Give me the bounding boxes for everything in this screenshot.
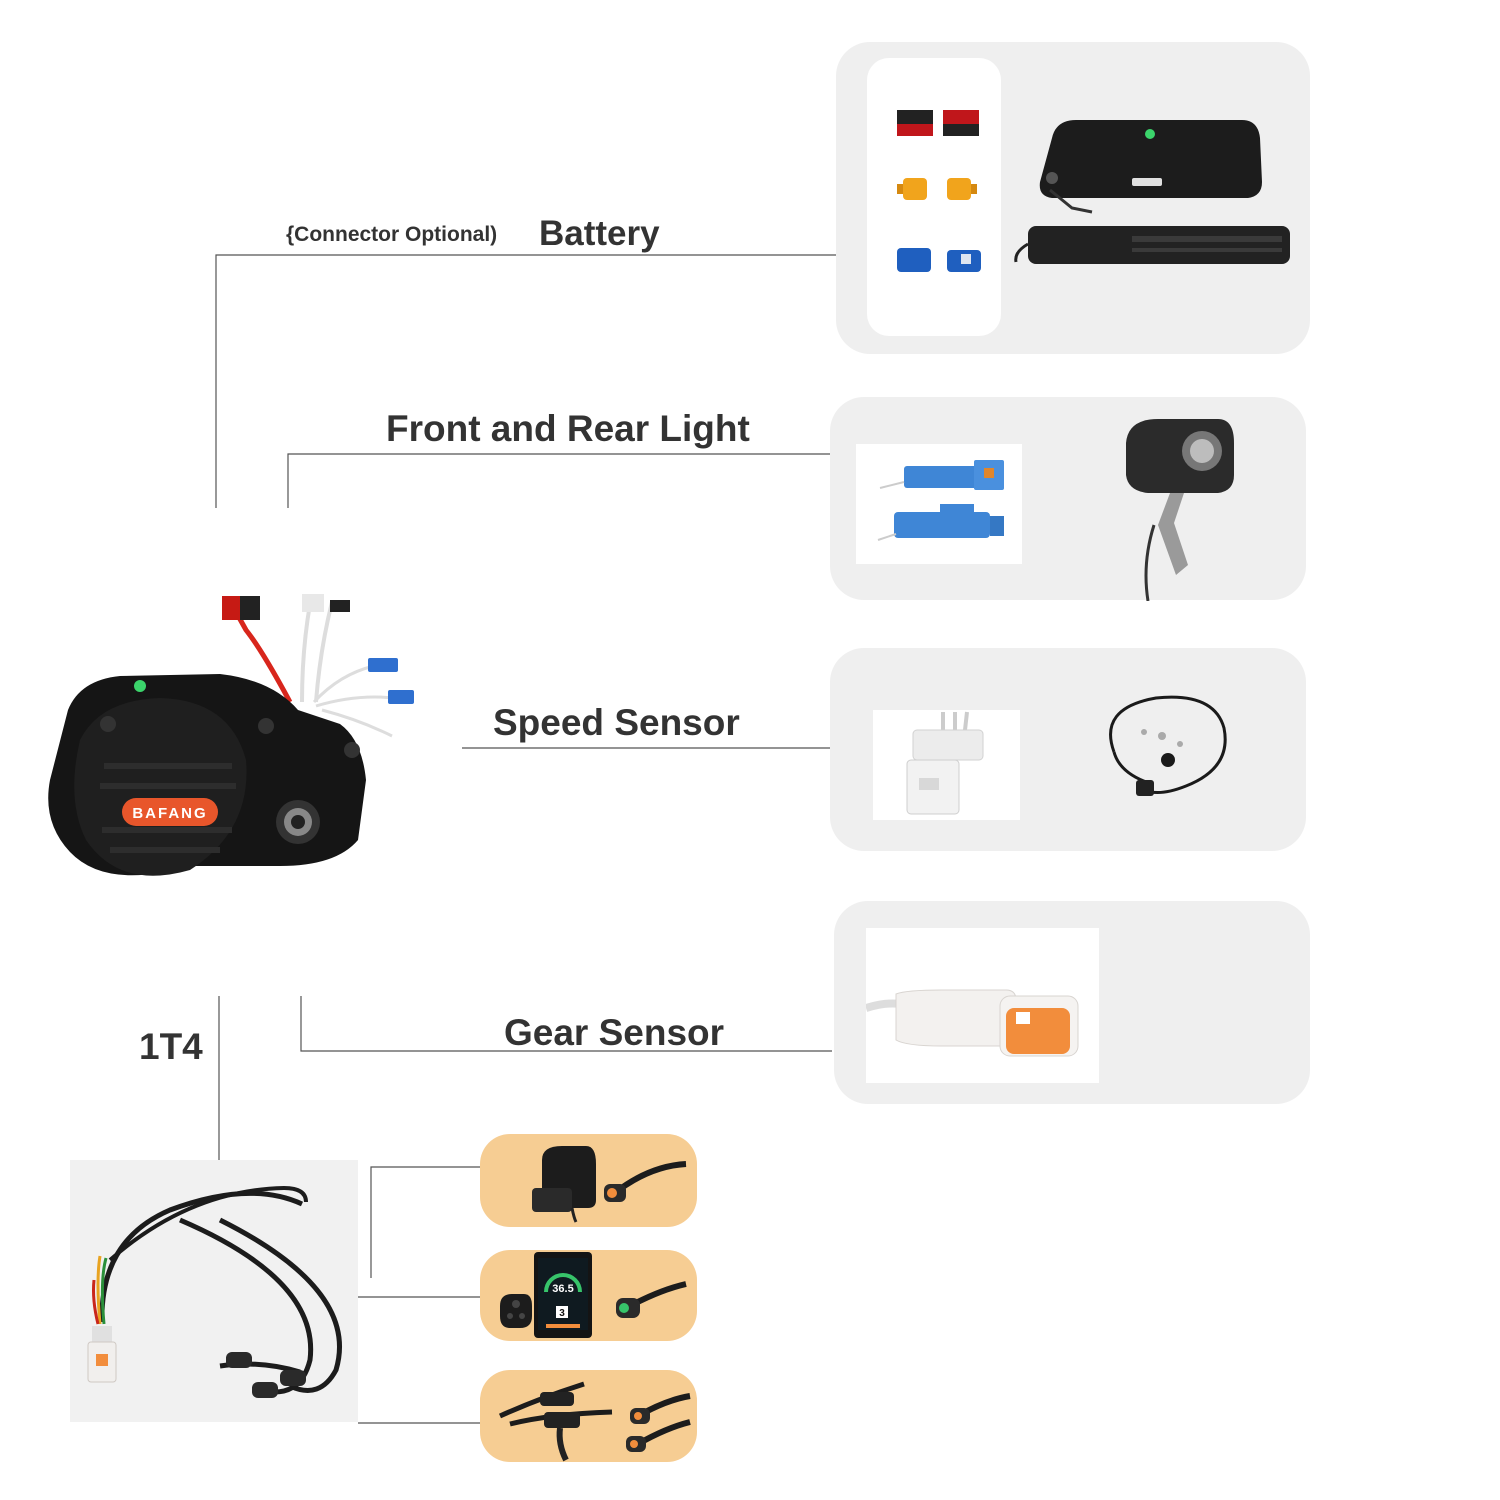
throttle-line (370, 1166, 480, 1278)
light-label: Front and Rear Light (386, 408, 750, 449)
battery-icon (1014, 120, 1290, 264)
battery-line (215, 254, 836, 508)
battery-prefix-label: {Connector Optional) (286, 223, 498, 246)
display-gear: 3 (559, 1308, 565, 1319)
harness-label: 1T4 (139, 1026, 203, 1067)
headlight-icon (1126, 419, 1234, 601)
light-connector-card (856, 444, 1022, 564)
gear-connector-icon (864, 989, 1079, 1057)
xt60-connector-icon (897, 178, 977, 200)
blue-connector-icon (897, 248, 981, 272)
brake-lever-icon (498, 1381, 691, 1462)
speed-sensor-label: Speed Sensor (493, 702, 740, 743)
speed-connector-card (873, 710, 1020, 820)
gear-sensor-label: Gear Sensor (504, 1012, 725, 1053)
gear-line (300, 996, 832, 1052)
anderson-connector-icon (897, 110, 979, 136)
connector-options-card (867, 58, 1001, 336)
display-icon: 36.5 3 (500, 1252, 687, 1338)
throttle-icon (532, 1146, 687, 1223)
motor-brand: BAFANG (132, 805, 207, 822)
light-line (287, 453, 830, 508)
display-panel: 36.5 3 (480, 1250, 697, 1341)
gear-sensor-panel (834, 901, 1310, 1104)
speed-connector-icon (906, 711, 984, 815)
motor-icon: BAFANG (48, 594, 414, 876)
light-connector-icon (877, 460, 1004, 541)
harness-cable-icon (87, 1185, 342, 1398)
speed-sensor-panel (830, 648, 1306, 851)
connectors-illustration (897, 110, 981, 272)
display-speed: 36.5 (552, 1283, 573, 1295)
throttle-panel (480, 1134, 697, 1227)
gear-connector-card (864, 928, 1099, 1083)
speed-sensor-icon (1109, 695, 1227, 796)
battery-panel (836, 42, 1310, 354)
light-panel (830, 397, 1306, 601)
harness-cable-box (70, 1160, 358, 1422)
brake-lever-panel (480, 1370, 697, 1462)
battery-label: Battery (539, 214, 660, 253)
